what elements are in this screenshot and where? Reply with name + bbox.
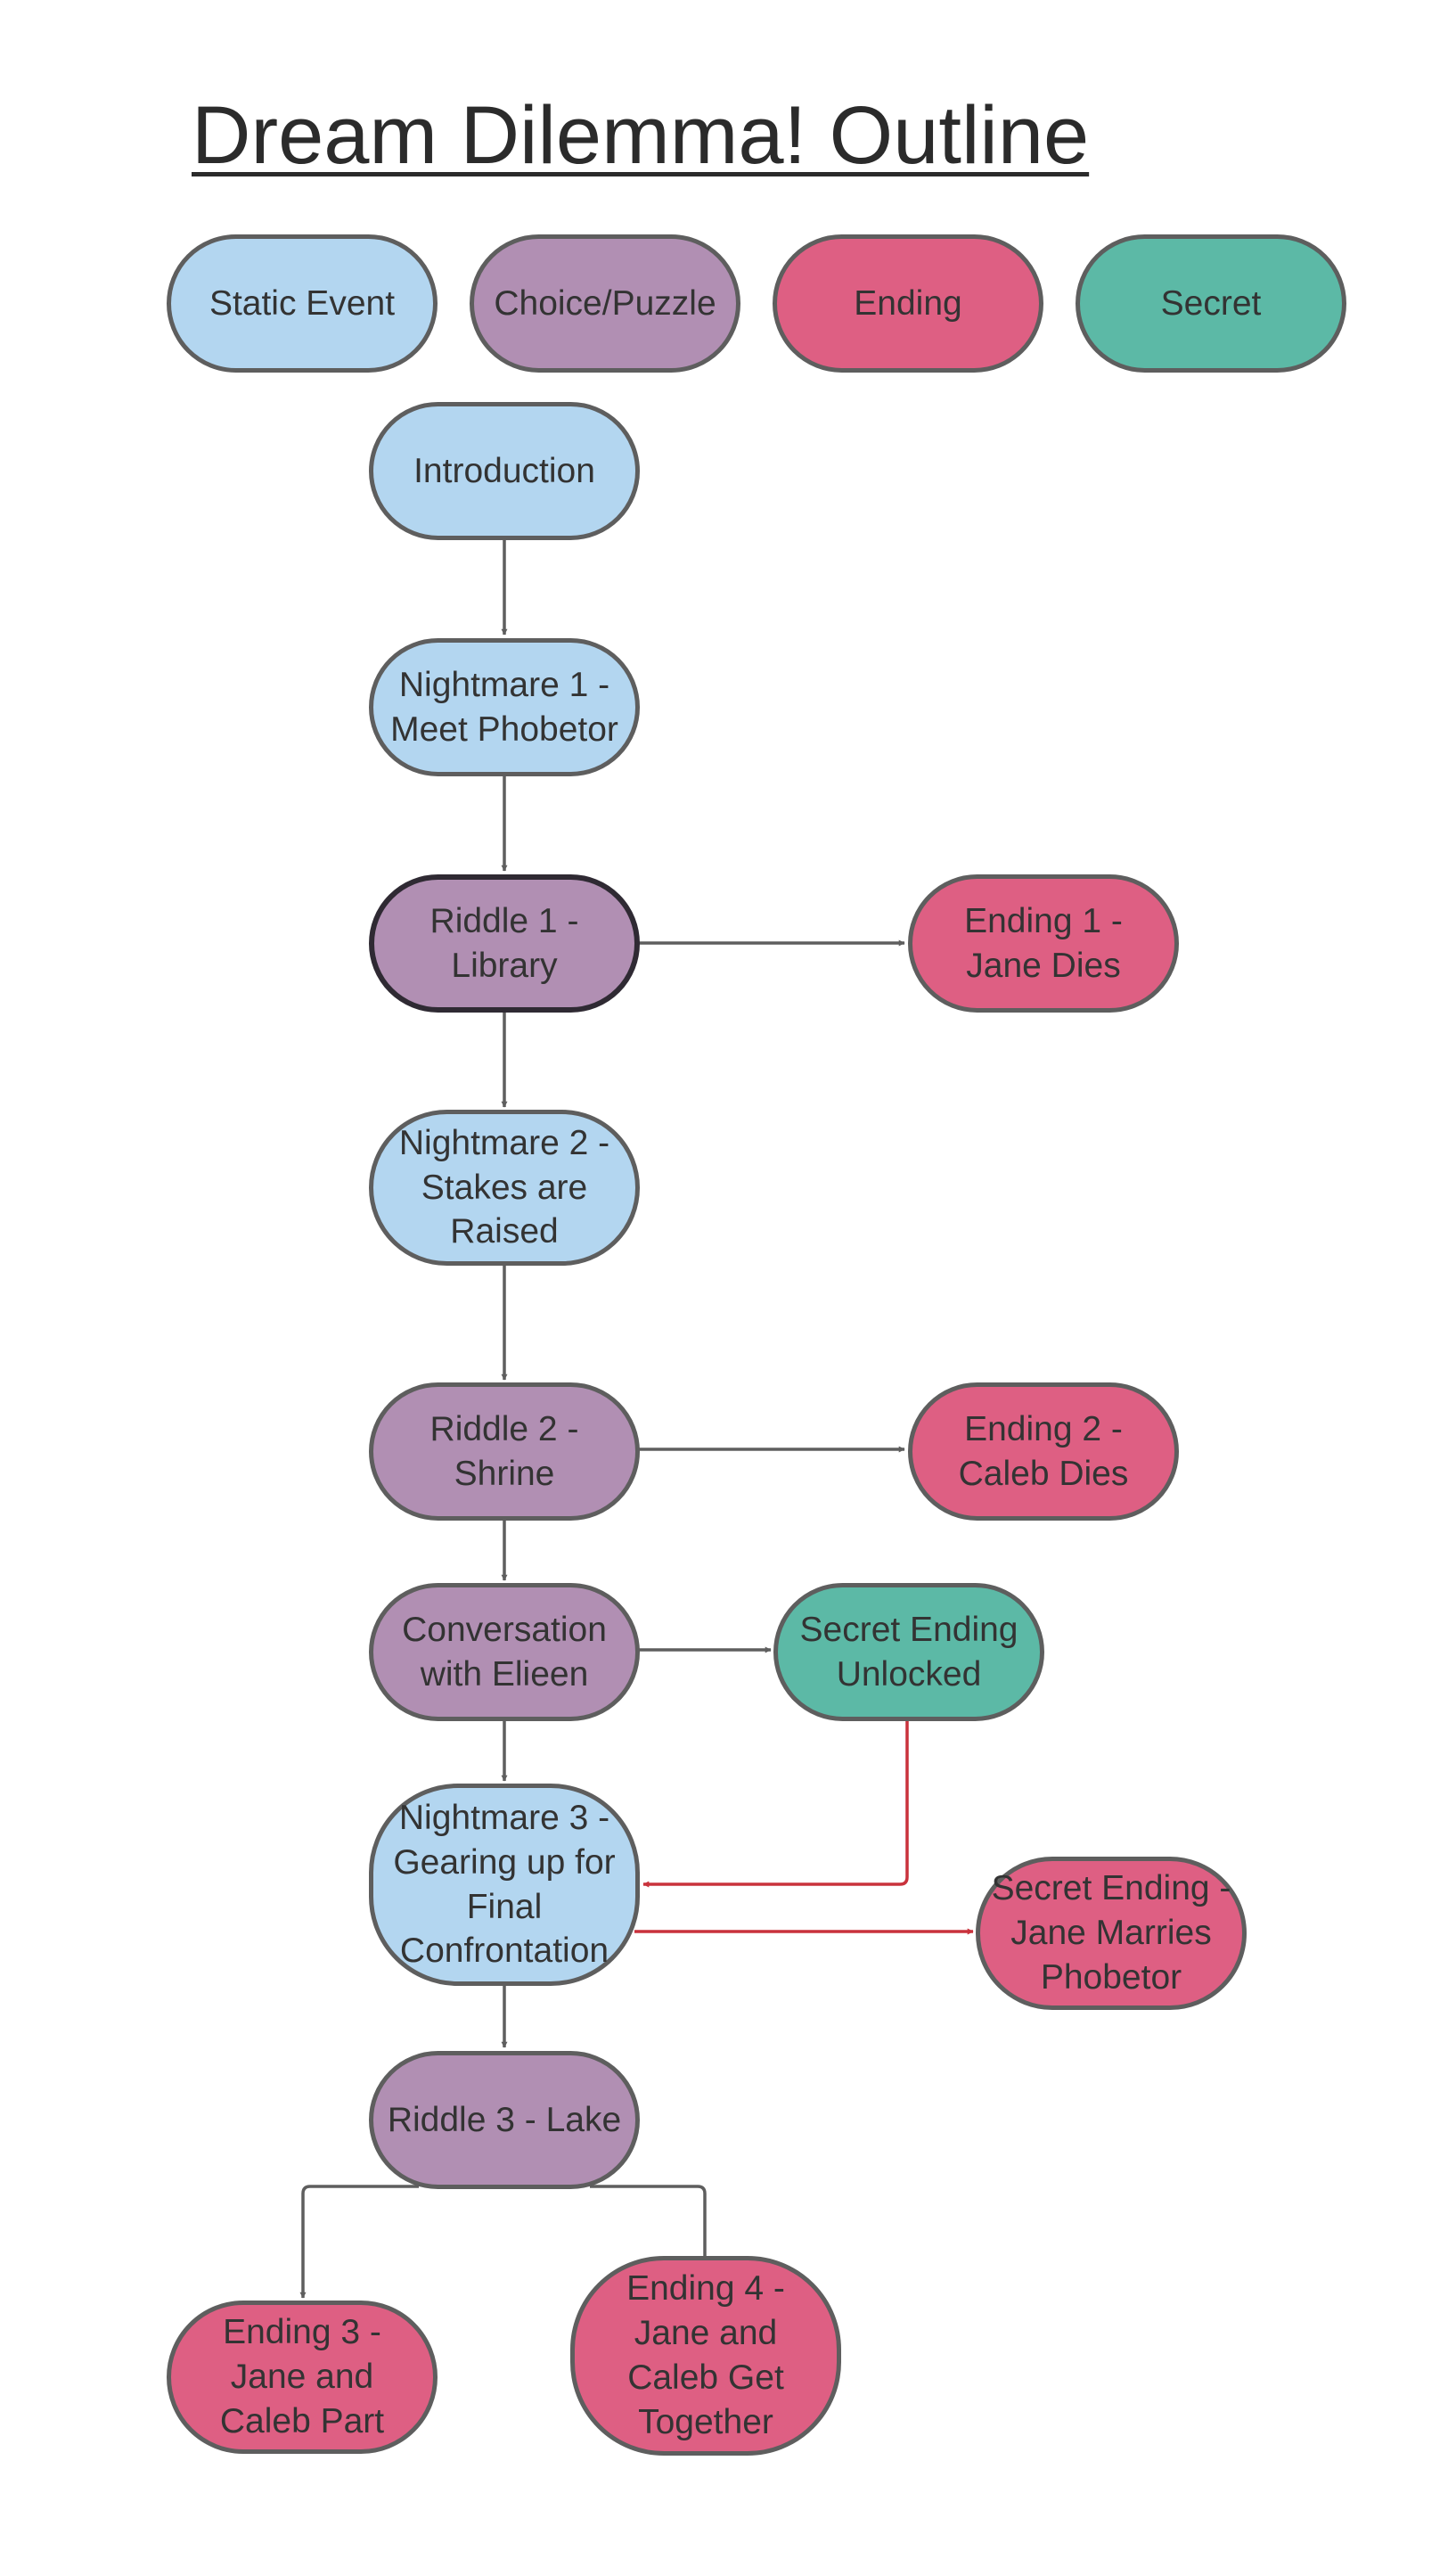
node-ending-2: Ending 2 - Caleb Dies <box>908 1382 1179 1521</box>
node-secret-ending-jane-marries-phobetor-label: Secret Ending - Jane Marries Phobetor <box>991 1869 1231 1997</box>
legend-choice-puzzle-label: Choice/Puzzle <box>494 283 716 323</box>
node-nightmare-3-label: Nightmare 3 - Gearing up for Final Confr… <box>393 1798 616 1971</box>
node-nightmare-1-label: Nightmare 1 - Meet Phobetor <box>390 665 618 749</box>
legend-ending-label: Ending <box>854 283 962 323</box>
node-ending-1-label: Ending 1 - Jane Dies <box>964 901 1123 985</box>
node-nightmare-2-label: Nightmare 2 - Stakes are Raised <box>398 1123 610 1251</box>
node-nightmare-1: Nightmare 1 - Meet Phobetor <box>369 638 640 776</box>
page-title: Dream Dilemma! Outline <box>192 90 1090 181</box>
node-ending-2-label: Ending 2 - Caleb Dies <box>958 1409 1129 1493</box>
node-ending-1: Ending 1 - Jane Dies <box>908 874 1179 1013</box>
node-ending-3-label: Ending 3 - Jane and Caleb Part <box>219 2313 385 2440</box>
node-ending-4: Ending 4 - Jane and Caleb Get Together <box>570 2256 841 2456</box>
node-ending-3: Ending 3 - Jane and Caleb Part <box>167 2301 438 2454</box>
legend-secret: Secret <box>1076 234 1346 373</box>
node-nightmare-3: Nightmare 3 - Gearing up for Final Confr… <box>369 1784 640 1986</box>
node-secret-ending-jane-marries-phobetor: Secret Ending - Jane Marries Phobetor <box>976 1857 1247 2010</box>
legend-ending: Ending <box>773 234 1043 373</box>
edge-secret-unlocked-nightmare3 <box>642 1720 909 1888</box>
node-riddle-3: Riddle 3 - Lake <box>369 2051 640 2189</box>
node-introduction-label: Introduction <box>413 451 595 490</box>
node-introduction: Introduction <box>369 402 640 540</box>
legend-static-event-label: Static Event <box>209 283 396 323</box>
node-riddle-1: Riddle 1 - Library <box>369 874 640 1013</box>
node-conversation-label: Conversation with Elieen <box>402 1610 607 1694</box>
node-riddle-3-label: Riddle 3 - Lake <box>387 2100 622 2139</box>
edge-riddle3-ending4 <box>590 2185 707 2258</box>
node-secret-ending-unlocked: Secret Ending Unlocked <box>773 1583 1044 1721</box>
node-riddle-2: Riddle 2 - Shrine <box>369 1382 640 1521</box>
node-riddle-1-label: Riddle 1 - Library <box>429 901 579 985</box>
legend-secret-label: Secret <box>1160 283 1262 323</box>
node-nightmare-2: Nightmare 2 - Stakes are Raised <box>369 1110 640 1266</box>
node-riddle-2-label: Riddle 2 - Shrine <box>429 1409 579 1493</box>
node-conversation: Conversation with Elieen <box>369 1583 640 1721</box>
edge-riddle3-ending3 <box>299 2185 419 2299</box>
node-secret-ending-unlocked-label: Secret Ending Unlocked <box>799 1610 1018 1694</box>
legend-choice-puzzle: Choice/Puzzle <box>470 234 740 373</box>
node-ending-4-label: Ending 4 - Jane and Caleb Get Together <box>626 2269 785 2441</box>
legend-static-event: Static Event <box>167 234 438 373</box>
